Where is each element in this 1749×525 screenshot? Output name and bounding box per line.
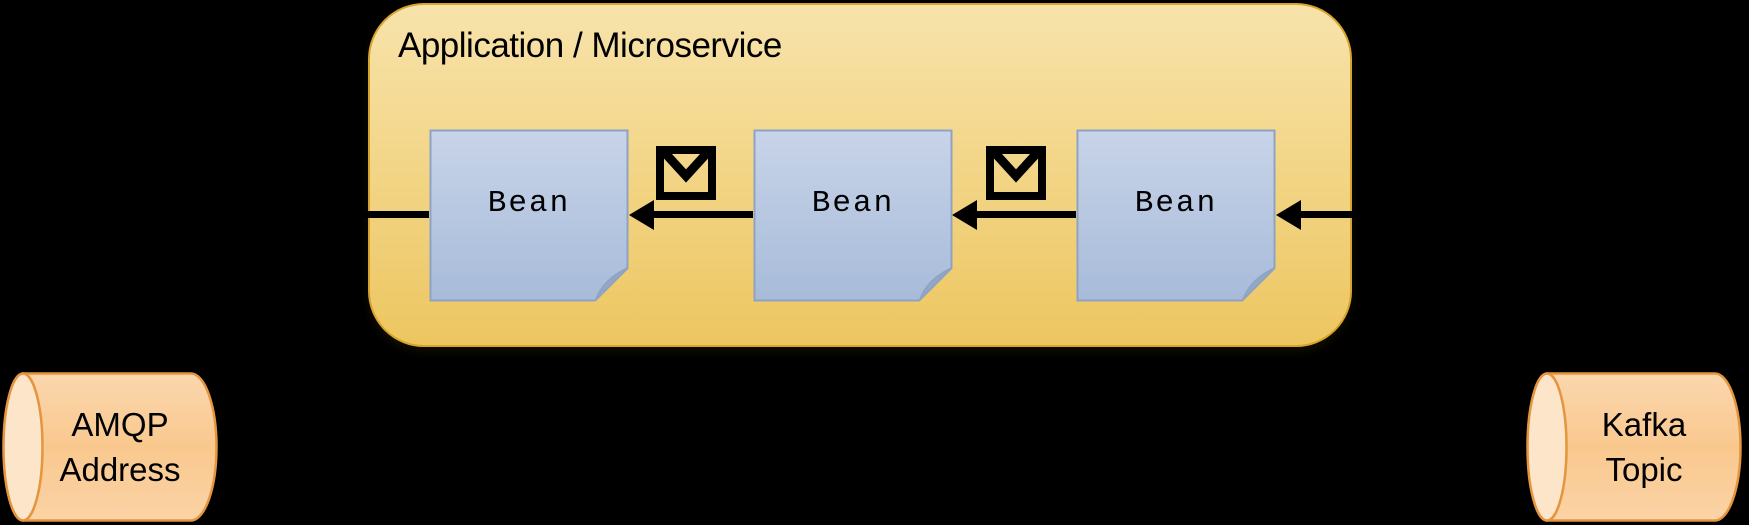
bean-label: Bean (811, 186, 895, 221)
bean-label: Bean (1134, 186, 1218, 221)
bean-label: Bean (487, 186, 571, 221)
arrowhead-left-icon (1276, 200, 1301, 230)
folded-note-shape (1076, 129, 1276, 302)
envelope-icon (656, 146, 716, 200)
amqp-label-line1: AMQP (71, 406, 169, 443)
bean-box-3: Bean (1076, 129, 1276, 302)
kafka-label-line2: Topic (1605, 451, 1683, 488)
horizontal-cylinder-shape (1526, 372, 1742, 522)
bean3-to-bean2-flow-line (975, 211, 1076, 218)
kafka-topic-cylinder: Kafka Topic (1526, 372, 1742, 522)
envelope-icon (986, 146, 1046, 200)
bean-box-1: Bean (429, 129, 629, 302)
folded-note-shape (753, 129, 953, 302)
outbound-flow-line (336, 211, 429, 218)
horizontal-cylinder-shape (2, 372, 218, 522)
inbound-flow-line (1299, 211, 1392, 218)
amqp-address-cylinder: AMQP Address (2, 372, 218, 522)
kafka-label-line1: Kafka (1601, 406, 1687, 443)
folded-note-shape (429, 129, 629, 302)
kafka-topic-label: Kafka Topic (1546, 372, 1742, 522)
application-title: Application / Microservice (398, 26, 782, 65)
arrowhead-left-icon (952, 200, 977, 230)
bean2-to-bean1-flow-line (652, 211, 753, 218)
arrowhead-left-icon (629, 200, 654, 230)
amqp-address-label: AMQP Address (22, 372, 218, 522)
bean-box-2: Bean (753, 129, 953, 302)
amqp-label-line2: Address (59, 451, 181, 488)
